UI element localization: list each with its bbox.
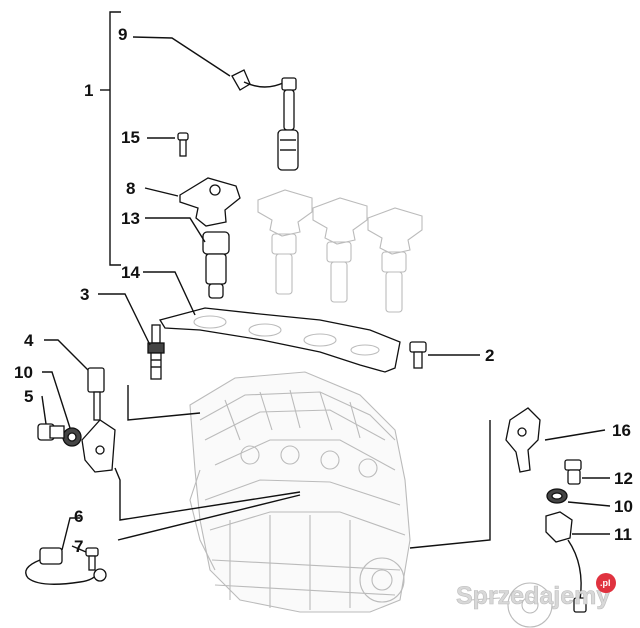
knock-sensor-part-6 — [25, 547, 107, 585]
washer-part-10-left — [62, 427, 82, 447]
watermark-badge-text: .pl — [600, 578, 611, 588]
plug-part-5 — [37, 423, 65, 441]
leader-6 — [61, 517, 80, 551]
callout-3: 3 — [80, 285, 89, 304]
bolt-part-2 — [409, 341, 427, 369]
callout-1: 1 — [84, 81, 93, 100]
callout-5: 5 — [24, 387, 33, 406]
crank-sensor-part-11 — [545, 511, 587, 613]
bolt-part-7 — [85, 547, 99, 571]
callout-4: 4 — [24, 331, 34, 350]
leader-7 — [71, 545, 87, 553]
leader-3 — [98, 293, 151, 346]
ignition-coil-outline-b — [312, 197, 368, 303]
leader-5 — [41, 395, 47, 425]
ignition-coil-part-8 — [179, 177, 241, 227]
callout-15: 15 — [121, 128, 140, 147]
cam-sensor-part-4 — [81, 367, 116, 473]
spark-plug-part-3 — [147, 324, 165, 380]
callout-10-right: 10 — [614, 497, 633, 516]
group-bracket-1 — [109, 11, 121, 266]
callout-12: 12 — [614, 469, 633, 488]
washer-part-10-right — [546, 488, 568, 504]
leader-9 — [132, 36, 231, 77]
callout-13: 13 — [121, 209, 140, 228]
link-right-to-engine — [409, 420, 491, 549]
leader-8 — [144, 187, 179, 197]
callout-9: 9 — [118, 25, 127, 44]
bracket-part-16 — [505, 407, 541, 473]
leader-14 — [143, 271, 196, 316]
ht-lead-part-9 — [231, 69, 299, 171]
link-sensor-to-engine — [114, 467, 301, 521]
link-cam-to-engine — [127, 385, 201, 421]
leader-4 — [44, 339, 89, 371]
sensor-part-12 — [564, 459, 582, 485]
callout-2: 2 — [485, 346, 494, 365]
callout-11: 11 — [614, 525, 632, 544]
watermark-logo: Sprzedajemy .pl — [456, 573, 616, 610]
callout-8: 8 — [126, 179, 135, 198]
link-knock-to-engine — [117, 494, 301, 541]
screw-part-15 — [177, 132, 189, 157]
watermark-text: Sprzedajemy — [456, 582, 610, 610]
callout-16: 16 — [612, 421, 631, 440]
ignition-coil-outline-a — [257, 189, 313, 295]
leader-13 — [145, 217, 206, 243]
callout-7: 7 — [74, 537, 83, 556]
leader-16 — [544, 429, 606, 441]
leader-10-right — [567, 501, 611, 507]
coil-boot-part-13 — [202, 231, 230, 299]
cover-gasket-part-14 — [158, 307, 401, 373]
watermark-badge — [596, 573, 616, 593]
pulley-outline — [469, 582, 553, 628]
callout-14: 14 — [121, 263, 140, 282]
ignition-coil-outline-c — [367, 207, 423, 313]
callout-6: 6 — [74, 507, 83, 526]
callout-10-left: 10 — [14, 363, 33, 382]
leader-10-left — [42, 371, 71, 429]
